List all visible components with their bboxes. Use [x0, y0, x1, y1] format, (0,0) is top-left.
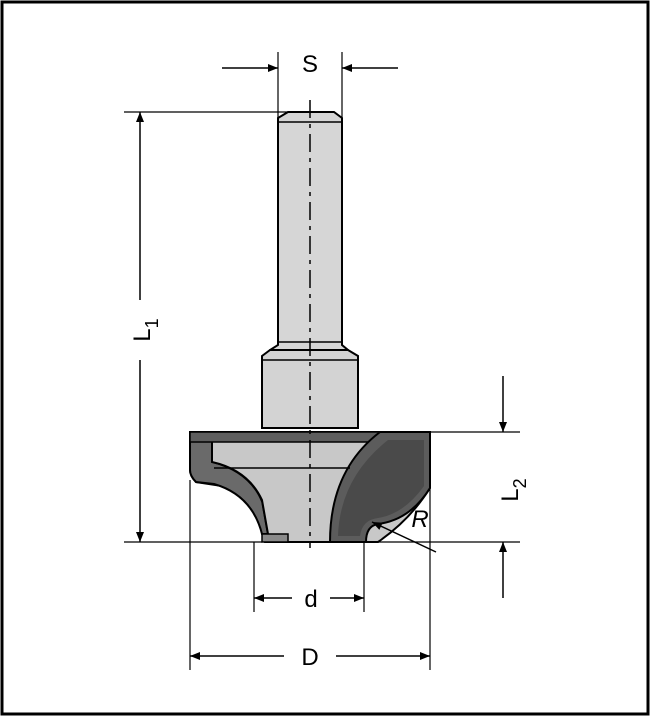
label-r: R [411, 506, 428, 533]
dimension-r: R [371, 506, 437, 553]
label-d-small: d [304, 586, 317, 613]
shank [269, 111, 349, 359]
dimension-s: S [222, 51, 398, 118]
label-l1: L1 [129, 318, 162, 341]
dimension-l1: L1 [124, 111, 288, 543]
label-l2: L2 [497, 478, 530, 501]
label-d-large: D [301, 644, 318, 671]
label-s: S [302, 51, 318, 78]
dimension-l2: L2 [378, 376, 530, 598]
dimension-d-large: D [189, 480, 431, 671]
dimension-d-small: d [253, 542, 365, 613]
